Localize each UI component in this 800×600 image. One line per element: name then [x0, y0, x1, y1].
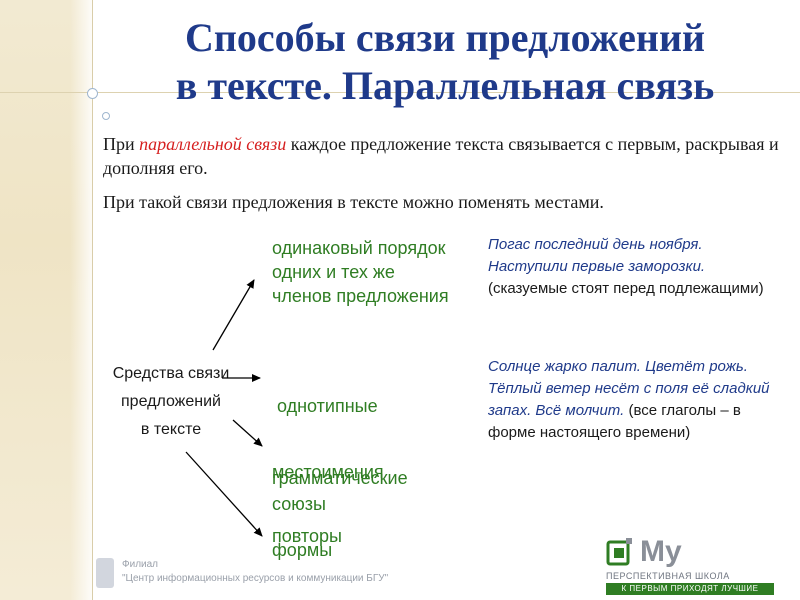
branch-footer-text: Филиал "Центр информационных ресурсов и …: [122, 558, 388, 586]
branch-logo-icon: [96, 558, 114, 588]
branch-pronouns: местоимения: [272, 462, 384, 482]
arrow-to-word-order: [212, 279, 255, 351]
example-1: Погас последний день ноября. Наступили п…: [488, 234, 778, 300]
example-1-text: Погас последний день ноября. Наступили п…: [488, 236, 706, 275]
branch-footer: Филиал "Центр информационных ресурсов и …: [96, 556, 416, 592]
intro-p1-after: каждое предложение текста связывается с …: [103, 134, 779, 178]
means-line-1: Средства связи: [112, 365, 230, 382]
branch-forms-line-3: формы: [272, 540, 333, 560]
branch-grammatical-forms: однотипные грамматические формы: [272, 346, 408, 586]
example-1-note: (сказуемые стоят перед подлежащими): [488, 280, 764, 297]
intro-p1-before: При: [103, 134, 140, 154]
example-2: Солнце жарко палит. Цветёт рожь. Тёплый …: [488, 356, 778, 444]
means-line-3: в тексте: [140, 421, 202, 438]
arrow-to-pronouns: [232, 419, 263, 447]
arrow-to-repetitions: [185, 451, 263, 537]
intro-paragraph-1: При параллельной связи каждое предложени…: [103, 132, 783, 180]
school-logo-text: My: [640, 535, 682, 568]
means-of-connection-label: Средства связи предложений в тексте: [96, 360, 246, 444]
school-logo: My ПЕРСПЕКТИВНАЯ ШКОЛА К ПЕРВЫМ ПРИХОДЯТ…: [606, 534, 774, 596]
branch-forms-line-1: однотипные: [272, 396, 378, 416]
branch-order-line-1: одинаковый порядок: [272, 238, 446, 258]
decorative-dot-small: [102, 112, 110, 120]
decorative-band-fade: [70, 0, 92, 600]
branch-conjunctions: союзы: [272, 494, 326, 514]
school-logo-icon: [606, 538, 632, 566]
example-2-text: Солнце жарко палит. Цветёт рожь. Тёплый …: [488, 358, 770, 419]
title-line-2: в тексте. Параллельная связь: [175, 63, 715, 108]
page-title: Способы связи предложений в тексте. Пара…: [100, 14, 790, 110]
intro-paragraph-2: При такой связи предложения в тексте мож…: [103, 190, 783, 214]
decorative-horizontal-line: [0, 92, 800, 93]
school-logo-slogan: ПЕРСПЕКТИВНАЯ ШКОЛА: [606, 571, 730, 581]
example-2-note: (все глаголы – в форме настоящего времен…: [488, 402, 741, 441]
branch-footer-line-2: "Центр информационных ресурсов и коммуни…: [122, 573, 389, 584]
branch-repetitions: повторы: [272, 526, 342, 546]
school-logo-bar: К ПЕРВЫМ ПРИХОДЯТ ЛУЧШИЕ: [606, 583, 774, 595]
title-line-1: Способы связи предложений: [184, 15, 706, 60]
branch-forms-line-2: грамматические: [272, 468, 408, 488]
decorative-vertical-line: [92, 0, 93, 600]
branch-order-line-2: одних и тех же: [272, 262, 395, 282]
means-line-2: предложений: [121, 393, 221, 410]
branch-footer-line-1: Филиал: [122, 559, 159, 570]
intro-p2-text: При такой связи предложения в тексте мож…: [103, 192, 604, 212]
branch-order-line-3: членов предложения: [272, 286, 449, 306]
branch-word-order: одинаковый порядок одних и тех же членов…: [272, 236, 449, 308]
intro-p1-highlight: параллельной связи: [139, 134, 287, 154]
decorative-dot-large: [87, 88, 98, 99]
